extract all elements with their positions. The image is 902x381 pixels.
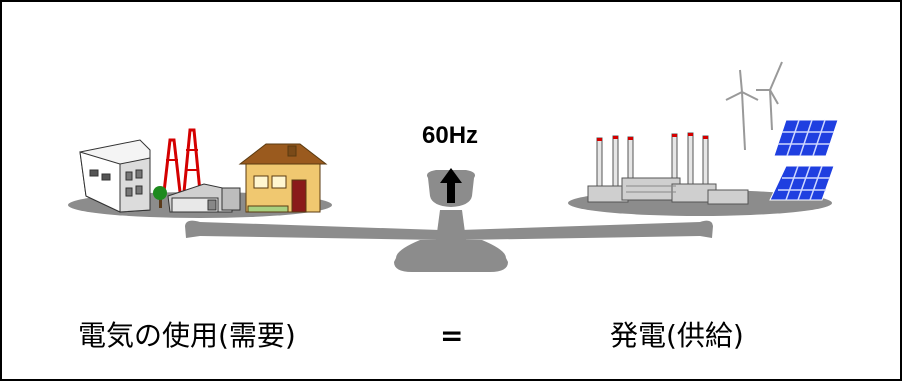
office-building-icon [79, 139, 151, 213]
solar-panel-icon [769, 119, 839, 201]
transmission-tower-icon [162, 128, 202, 193]
wind-turbine-icon [725, 61, 783, 151]
pointer-arrow-icon [440, 168, 462, 203]
equals-sign: = [440, 319, 464, 352]
frequency-label: 60Hz [422, 122, 479, 149]
scale-base [394, 240, 508, 272]
demand-label: 電気の使用(需要) [78, 319, 296, 352]
house-icon [238, 143, 328, 213]
tree-icon [153, 186, 167, 208]
factory-icon [167, 183, 241, 213]
scale-pillar [436, 210, 466, 240]
power-plant-icon [587, 132, 749, 205]
supply-label: 発電(供給) [610, 319, 744, 352]
